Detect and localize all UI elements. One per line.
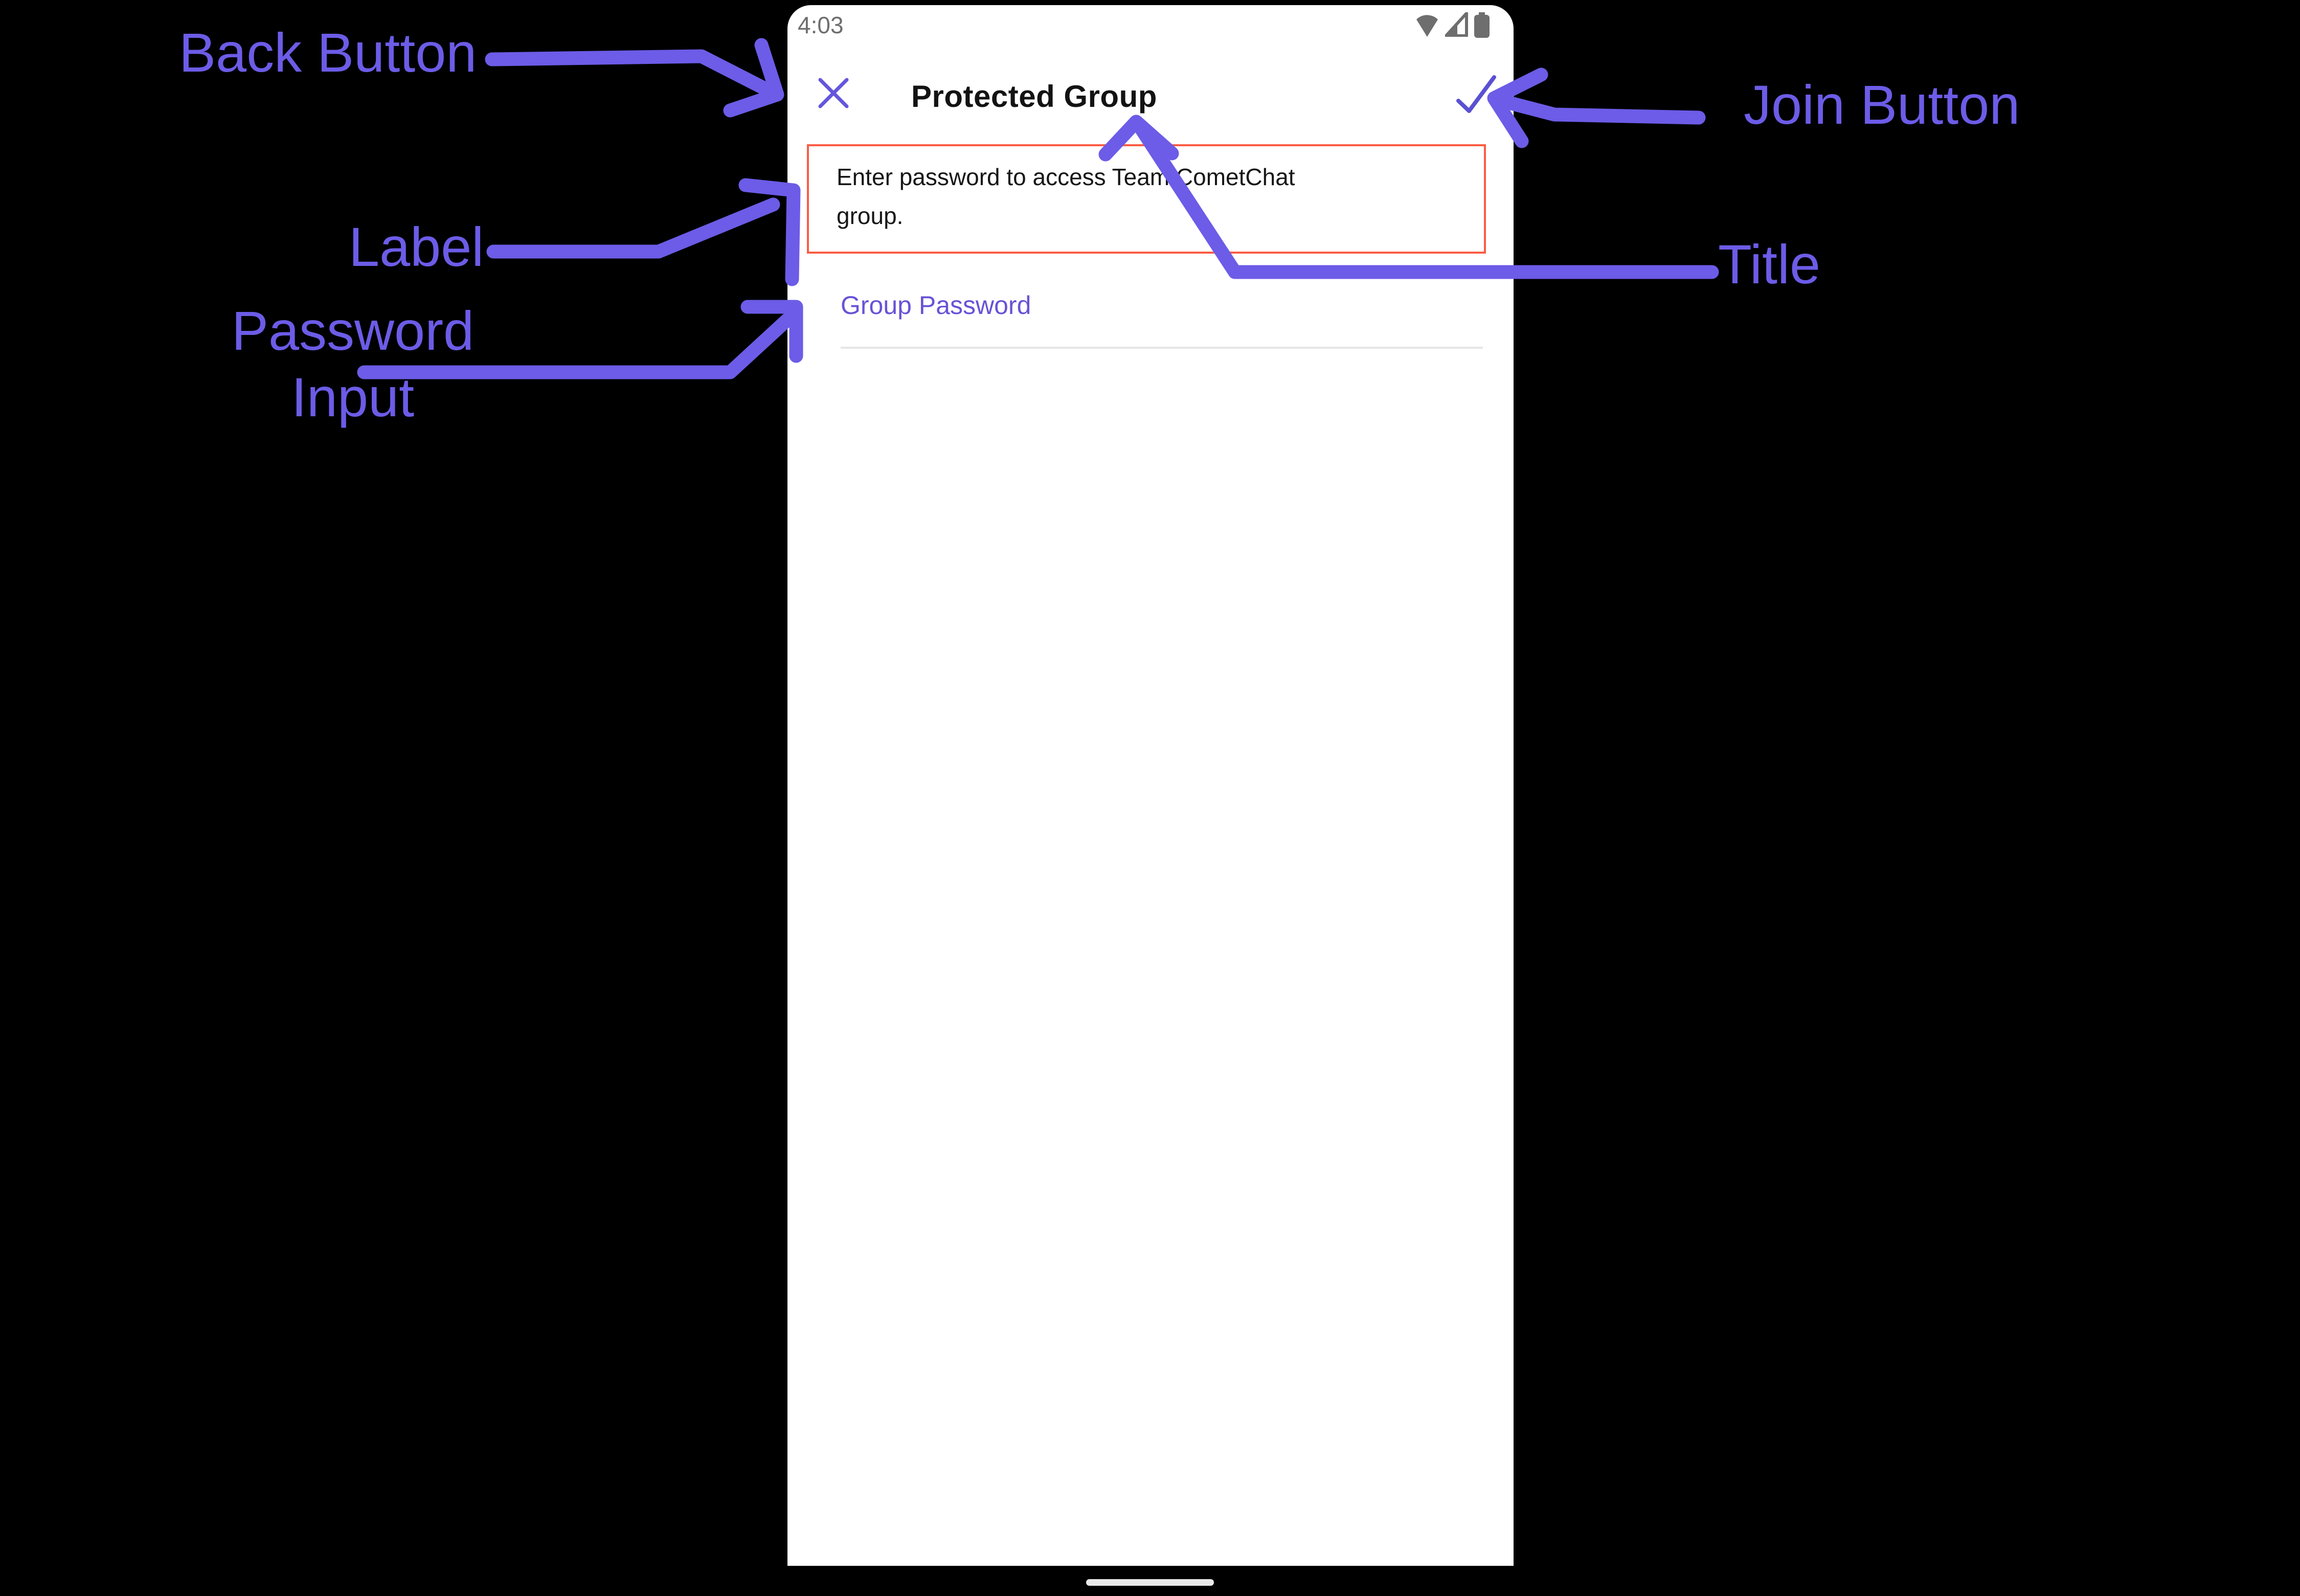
- home-indicator-bar[interactable]: [1086, 1579, 1214, 1586]
- group-password-placeholder: Group Password: [841, 291, 1031, 320]
- description-label: Enter password to access Team CometChat …: [837, 164, 1295, 229]
- page-title: Protected Group: [911, 79, 1157, 114]
- battery-icon: [1474, 12, 1490, 38]
- back-button-arrow: [485, 49, 777, 98]
- annotation-password-input-line2: Input: [291, 366, 415, 428]
- annotation-title: Title: [1718, 233, 1821, 295]
- status-bar-icons: [1415, 12, 1490, 38]
- description-highlight-box: Enter password to access Team CometChat …: [807, 144, 1486, 254]
- annotation-label: Label: [349, 216, 484, 278]
- label-arrow: [486, 197, 780, 259]
- status-bar-time: 4:03: [798, 12, 844, 38]
- cell-signal-icon: [1445, 12, 1469, 37]
- annotation-join-button: Join Button: [1744, 74, 2020, 136]
- back-button-arrowhead: [723, 38, 784, 118]
- annotation-password-input-line1: Password: [231, 300, 475, 362]
- input-underline: [841, 347, 1483, 349]
- wifi-icon: [1415, 12, 1440, 38]
- label-arrowhead: [738, 178, 801, 286]
- annotation-back-button: Back Button: [179, 21, 477, 83]
- group-password-input[interactable]: Group Password: [841, 290, 1483, 352]
- join-button-arrow: [1494, 94, 1706, 125]
- join-confirm-button[interactable]: [1452, 69, 1503, 120]
- back-close-button[interactable]: [817, 77, 850, 109]
- phone-screen: 4:03: [787, 5, 1514, 1566]
- annotation-password-input: Password Input: [205, 298, 501, 430]
